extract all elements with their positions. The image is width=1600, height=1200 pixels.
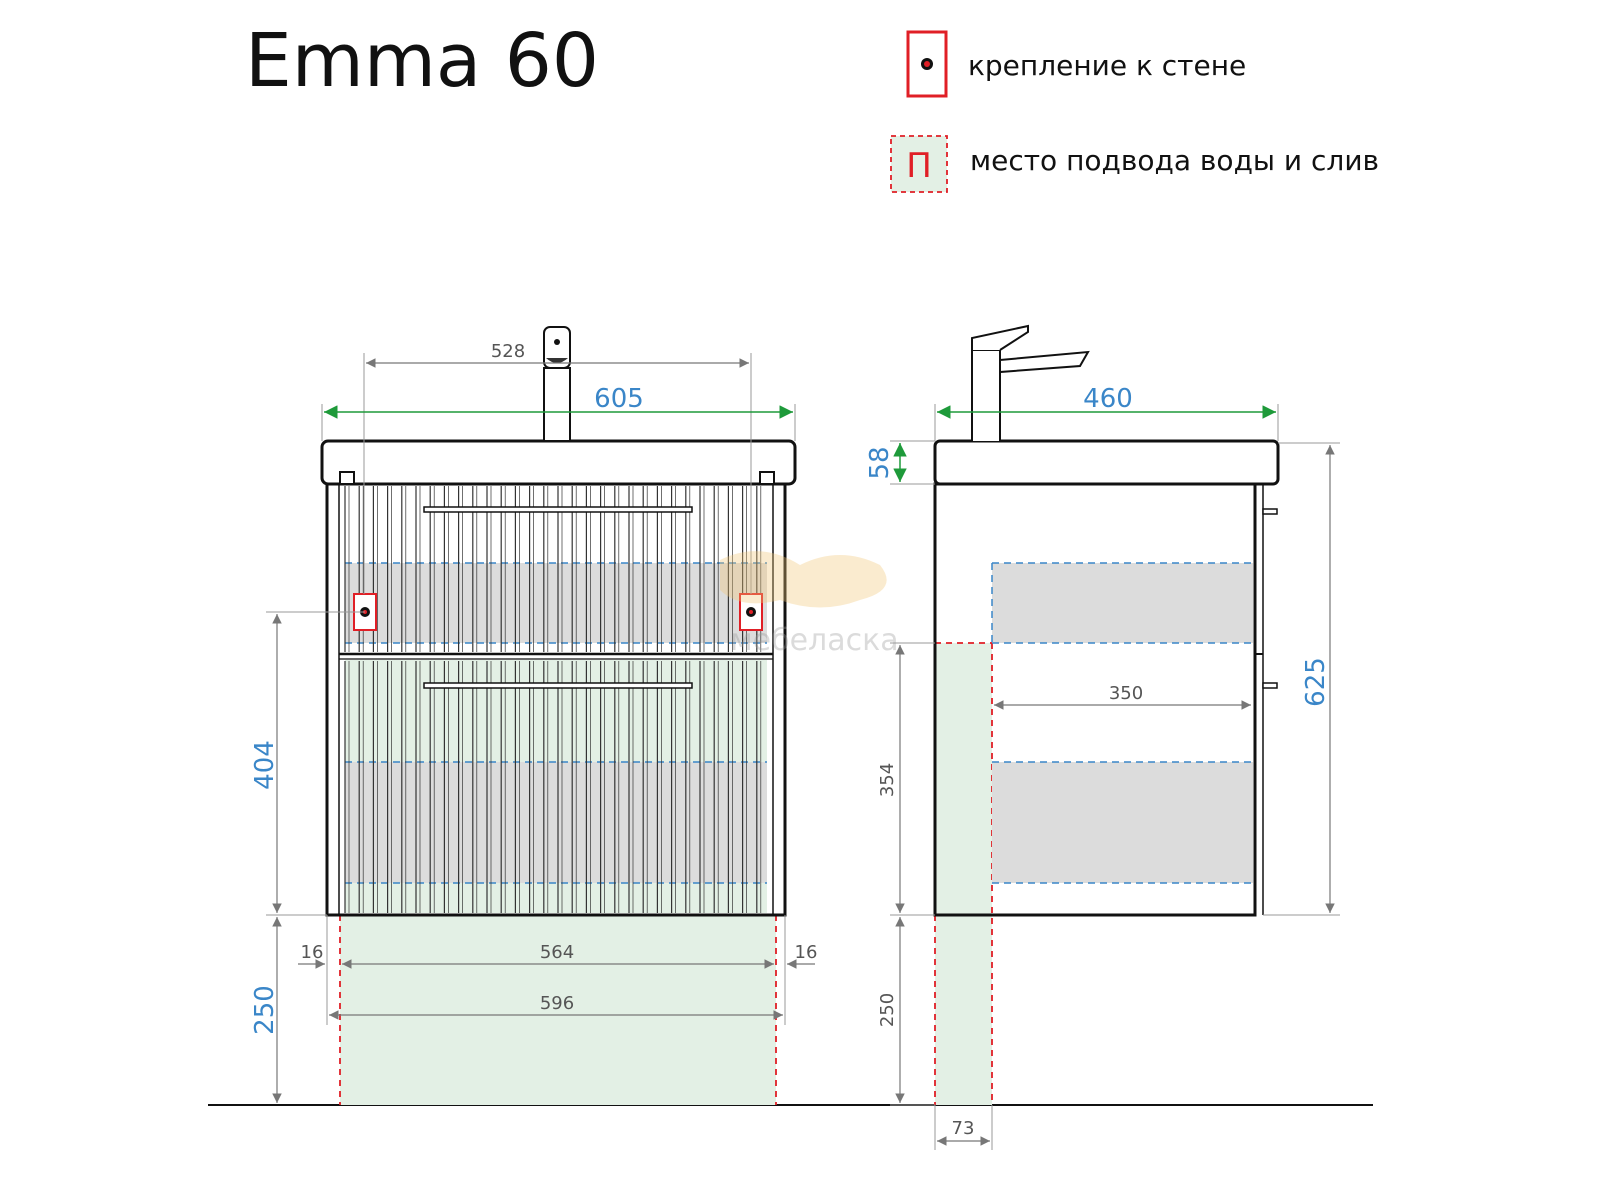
dim-354: 354 xyxy=(877,642,935,916)
dim-label-596: 596 xyxy=(540,993,574,1014)
page-title: Emma 60 xyxy=(245,18,599,104)
dim-404: 404 xyxy=(250,611,365,916)
dim-460: 460 xyxy=(934,384,1279,441)
dim-73: 73 xyxy=(934,1105,993,1150)
water-supply-icon xyxy=(890,135,948,193)
dim-250-side: 250 xyxy=(877,917,935,1106)
side-sink-countertop xyxy=(933,439,1280,486)
front-flutes-lower xyxy=(344,661,762,913)
dim-564: 564 16 16 xyxy=(298,915,817,1025)
dim-label-354: 354 xyxy=(877,763,898,797)
front-flutes-upper xyxy=(344,486,762,652)
water-supply-glyph: П xyxy=(906,146,932,186)
dim-350: 350 xyxy=(994,683,1251,710)
watermark-logo-icon xyxy=(720,551,887,608)
legend: крепление к стене П место подвода воды и… xyxy=(890,30,1379,193)
watermark: мебеласка xyxy=(720,551,899,658)
dim-label-350: 350 xyxy=(1109,683,1143,704)
dim-596: 596 xyxy=(329,993,783,1020)
dim-625: 625 xyxy=(1263,442,1340,916)
dim-label-528: 528 xyxy=(491,341,525,362)
dim-label-250-front: 250 xyxy=(250,985,280,1035)
dim-label-16-left: 16 xyxy=(301,942,324,963)
dim-label-460: 460 xyxy=(1083,384,1133,414)
dim-label-605: 605 xyxy=(594,384,644,414)
front-supply-zone xyxy=(340,915,776,1105)
dim-605: 605 xyxy=(321,384,796,441)
dim-528: 528 xyxy=(363,341,752,594)
front-faucet xyxy=(543,326,571,442)
dim-label-625: 625 xyxy=(1301,657,1331,707)
side-handle-top xyxy=(1262,508,1278,515)
dim-label-404: 404 xyxy=(250,740,280,790)
dim-label-564: 564 xyxy=(540,942,574,963)
legend-label-wall-mount: крепление к стене xyxy=(968,49,1246,82)
front-drawer-zone-top xyxy=(345,563,767,643)
dim-250-front: 250 xyxy=(250,917,282,1103)
dim-label-16-right: 16 xyxy=(795,942,818,963)
side-drawer-zone-top xyxy=(992,563,1253,643)
side-supply-zone xyxy=(935,643,992,1105)
dim-58: 58 xyxy=(865,440,935,485)
watermark-text: мебеласка xyxy=(730,623,899,658)
side-view: 460 58 625 350 354 xyxy=(865,324,1340,1150)
dim-label-58: 58 xyxy=(865,446,895,479)
front-drawer-zone-bottom xyxy=(345,762,767,883)
dim-label-73: 73 xyxy=(952,1118,975,1139)
front-sink-countertop xyxy=(320,439,797,486)
drawer-handle-bottom xyxy=(423,682,693,689)
side-faucet xyxy=(971,324,1090,441)
drawer-handle-top xyxy=(423,506,693,513)
wall-mount-icon xyxy=(906,30,948,98)
front-view: 528 605 404 250 564 16 xyxy=(250,326,817,1105)
side-handle-bottom xyxy=(1262,682,1278,689)
legend-item-wall-mount: крепление к стене xyxy=(906,30,1246,98)
legend-item-water-supply: П место подвода воды и слив xyxy=(890,135,1379,193)
legend-label-water-supply: место подвода воды и слив xyxy=(970,144,1379,177)
side-drawer-zone-bottom xyxy=(992,762,1253,883)
dim-label-250-side: 250 xyxy=(877,993,898,1027)
